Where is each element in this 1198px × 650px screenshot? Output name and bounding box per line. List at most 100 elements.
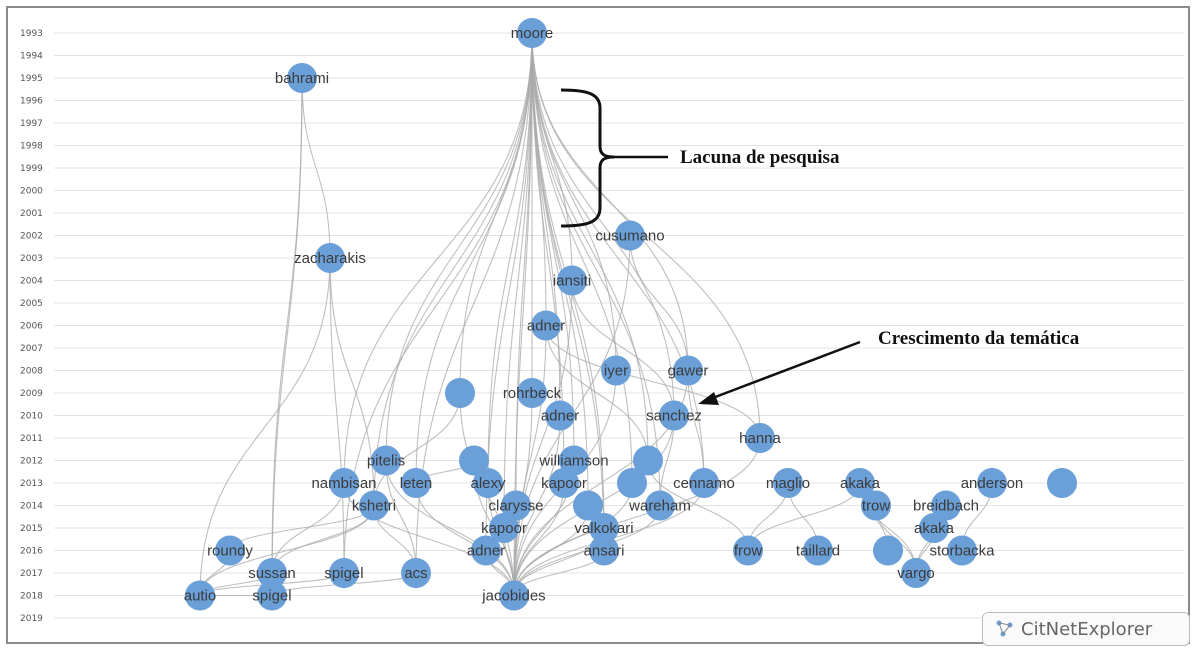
node-circle[interactable] xyxy=(185,580,215,611)
publication-node[interactable]: spigel xyxy=(324,558,364,588)
publication-node[interactable]: zacharakis xyxy=(294,243,366,273)
publication-node[interactable]: storbacka xyxy=(929,535,995,566)
node-circle[interactable] xyxy=(659,400,689,431)
node-circle[interactable] xyxy=(803,535,833,566)
publication-node[interactable]: nambisan xyxy=(311,468,377,498)
publication-node[interactable]: vargo xyxy=(897,558,935,588)
node-circle[interactable] xyxy=(617,468,647,498)
node-circle[interactable] xyxy=(745,423,775,453)
node-circle[interactable] xyxy=(329,468,359,498)
publication-node[interactable]: jacobides xyxy=(481,580,546,611)
publication-node[interactable]: ansari xyxy=(584,535,625,566)
publication-node[interactable] xyxy=(873,535,903,566)
publication-node[interactable]: hanna xyxy=(739,423,782,453)
publication-node[interactable] xyxy=(633,445,663,476)
node-circle[interactable] xyxy=(489,513,519,543)
publication-node[interactable]: sussan xyxy=(248,558,296,588)
node-circle[interactable] xyxy=(1047,468,1077,498)
publication-node[interactable]: moore xyxy=(511,18,554,48)
publication-node[interactable]: pitelis xyxy=(367,445,405,476)
publication-node[interactable]: bahrami xyxy=(275,63,329,93)
publication-node[interactable]: trow xyxy=(861,490,891,521)
node-circle[interactable] xyxy=(359,490,389,521)
publication-node[interactable]: acs xyxy=(401,558,431,588)
node-circle[interactable] xyxy=(559,445,589,476)
publication-node[interactable]: clarysse xyxy=(488,490,544,521)
node-circle[interactable] xyxy=(371,445,401,476)
publication-node[interactable]: gawer xyxy=(668,355,709,386)
publication-node[interactable]: sanchez xyxy=(646,400,702,431)
node-circle[interactable] xyxy=(573,490,603,521)
node-circle[interactable] xyxy=(633,445,663,476)
node-circle[interactable] xyxy=(901,558,931,588)
publication-node[interactable]: wareham xyxy=(628,490,691,521)
publication-node[interactable]: cennamo xyxy=(673,468,735,498)
node-circle[interactable] xyxy=(401,468,431,498)
node-circle[interactable] xyxy=(977,468,1007,498)
publication-node[interactable] xyxy=(1047,468,1077,498)
node-circle[interactable] xyxy=(499,580,529,611)
publication-node[interactable]: alexy xyxy=(470,468,506,498)
publication-node[interactable]: kshetri xyxy=(352,490,396,521)
node-circle[interactable] xyxy=(601,355,631,386)
node-circle[interactable] xyxy=(471,535,501,566)
node-circle[interactable] xyxy=(459,445,489,476)
node-circle[interactable] xyxy=(589,513,619,543)
publication-node[interactable]: akaka xyxy=(914,513,955,543)
publication-node[interactable]: anderson xyxy=(961,468,1024,498)
publication-node[interactable]: maglio xyxy=(766,468,810,498)
node-circle[interactable] xyxy=(615,220,645,251)
publication-node[interactable]: leten xyxy=(400,468,433,498)
publication-node[interactable]: breidbach xyxy=(913,490,979,521)
node-circle[interactable] xyxy=(257,580,287,611)
node-circle[interactable] xyxy=(873,535,903,566)
publication-node[interactable]: akaka xyxy=(840,468,881,498)
node-circle[interactable] xyxy=(287,63,317,93)
publication-node[interactable]: adner xyxy=(541,400,579,431)
publication-node[interactable] xyxy=(617,468,647,498)
publication-node[interactable]: taillard xyxy=(796,535,840,566)
publication-node[interactable]: roundy xyxy=(207,535,253,566)
node-circle[interactable] xyxy=(645,490,675,521)
node-circle[interactable] xyxy=(501,490,531,521)
node-circle[interactable] xyxy=(673,355,703,386)
node-circle[interactable] xyxy=(329,558,359,588)
publication-node[interactable]: iansiti xyxy=(553,265,591,296)
publication-node[interactable] xyxy=(459,445,489,476)
node-circle[interactable] xyxy=(257,558,287,588)
publication-node[interactable]: valkokari xyxy=(574,513,634,543)
node-circle[interactable] xyxy=(947,535,977,566)
node-circle[interactable] xyxy=(531,310,561,341)
publication-node[interactable] xyxy=(445,378,475,408)
node-circle[interactable] xyxy=(545,400,575,431)
node-circle[interactable] xyxy=(215,535,245,566)
publication-node[interactable]: adner xyxy=(467,535,505,566)
publication-node[interactable]: spigel xyxy=(252,580,292,611)
node-circle[interactable] xyxy=(549,468,579,498)
node-circle[interactable] xyxy=(773,468,803,498)
node-circle[interactable] xyxy=(733,535,763,566)
node-circle[interactable] xyxy=(861,490,891,521)
node-circle[interactable] xyxy=(689,468,719,498)
node-circle[interactable] xyxy=(315,243,345,273)
node-circle[interactable] xyxy=(401,558,431,588)
publication-node[interactable]: rohrbeck xyxy=(503,378,562,408)
node-circle[interactable] xyxy=(473,468,503,498)
publication-node[interactable] xyxy=(573,490,603,521)
publication-node[interactable]: adner xyxy=(527,310,565,341)
node-circle[interactable] xyxy=(517,378,547,408)
node-circle[interactable] xyxy=(589,535,619,566)
node-circle[interactable] xyxy=(845,468,875,498)
publication-node[interactable]: kapoor xyxy=(481,513,527,543)
publication-node[interactable]: frow xyxy=(733,535,763,566)
node-circle[interactable] xyxy=(919,513,949,543)
node-circle[interactable] xyxy=(557,265,587,296)
publication-node[interactable]: cusumano xyxy=(595,220,665,251)
publication-node[interactable]: kapoor xyxy=(541,468,587,498)
publication-node[interactable]: autio xyxy=(184,580,217,611)
publication-node[interactable]: iyer xyxy=(601,355,631,386)
node-circle[interactable] xyxy=(931,490,961,521)
node-circle[interactable] xyxy=(517,18,547,48)
publication-node[interactable]: williamson xyxy=(538,445,609,476)
node-circle[interactable] xyxy=(445,378,475,408)
